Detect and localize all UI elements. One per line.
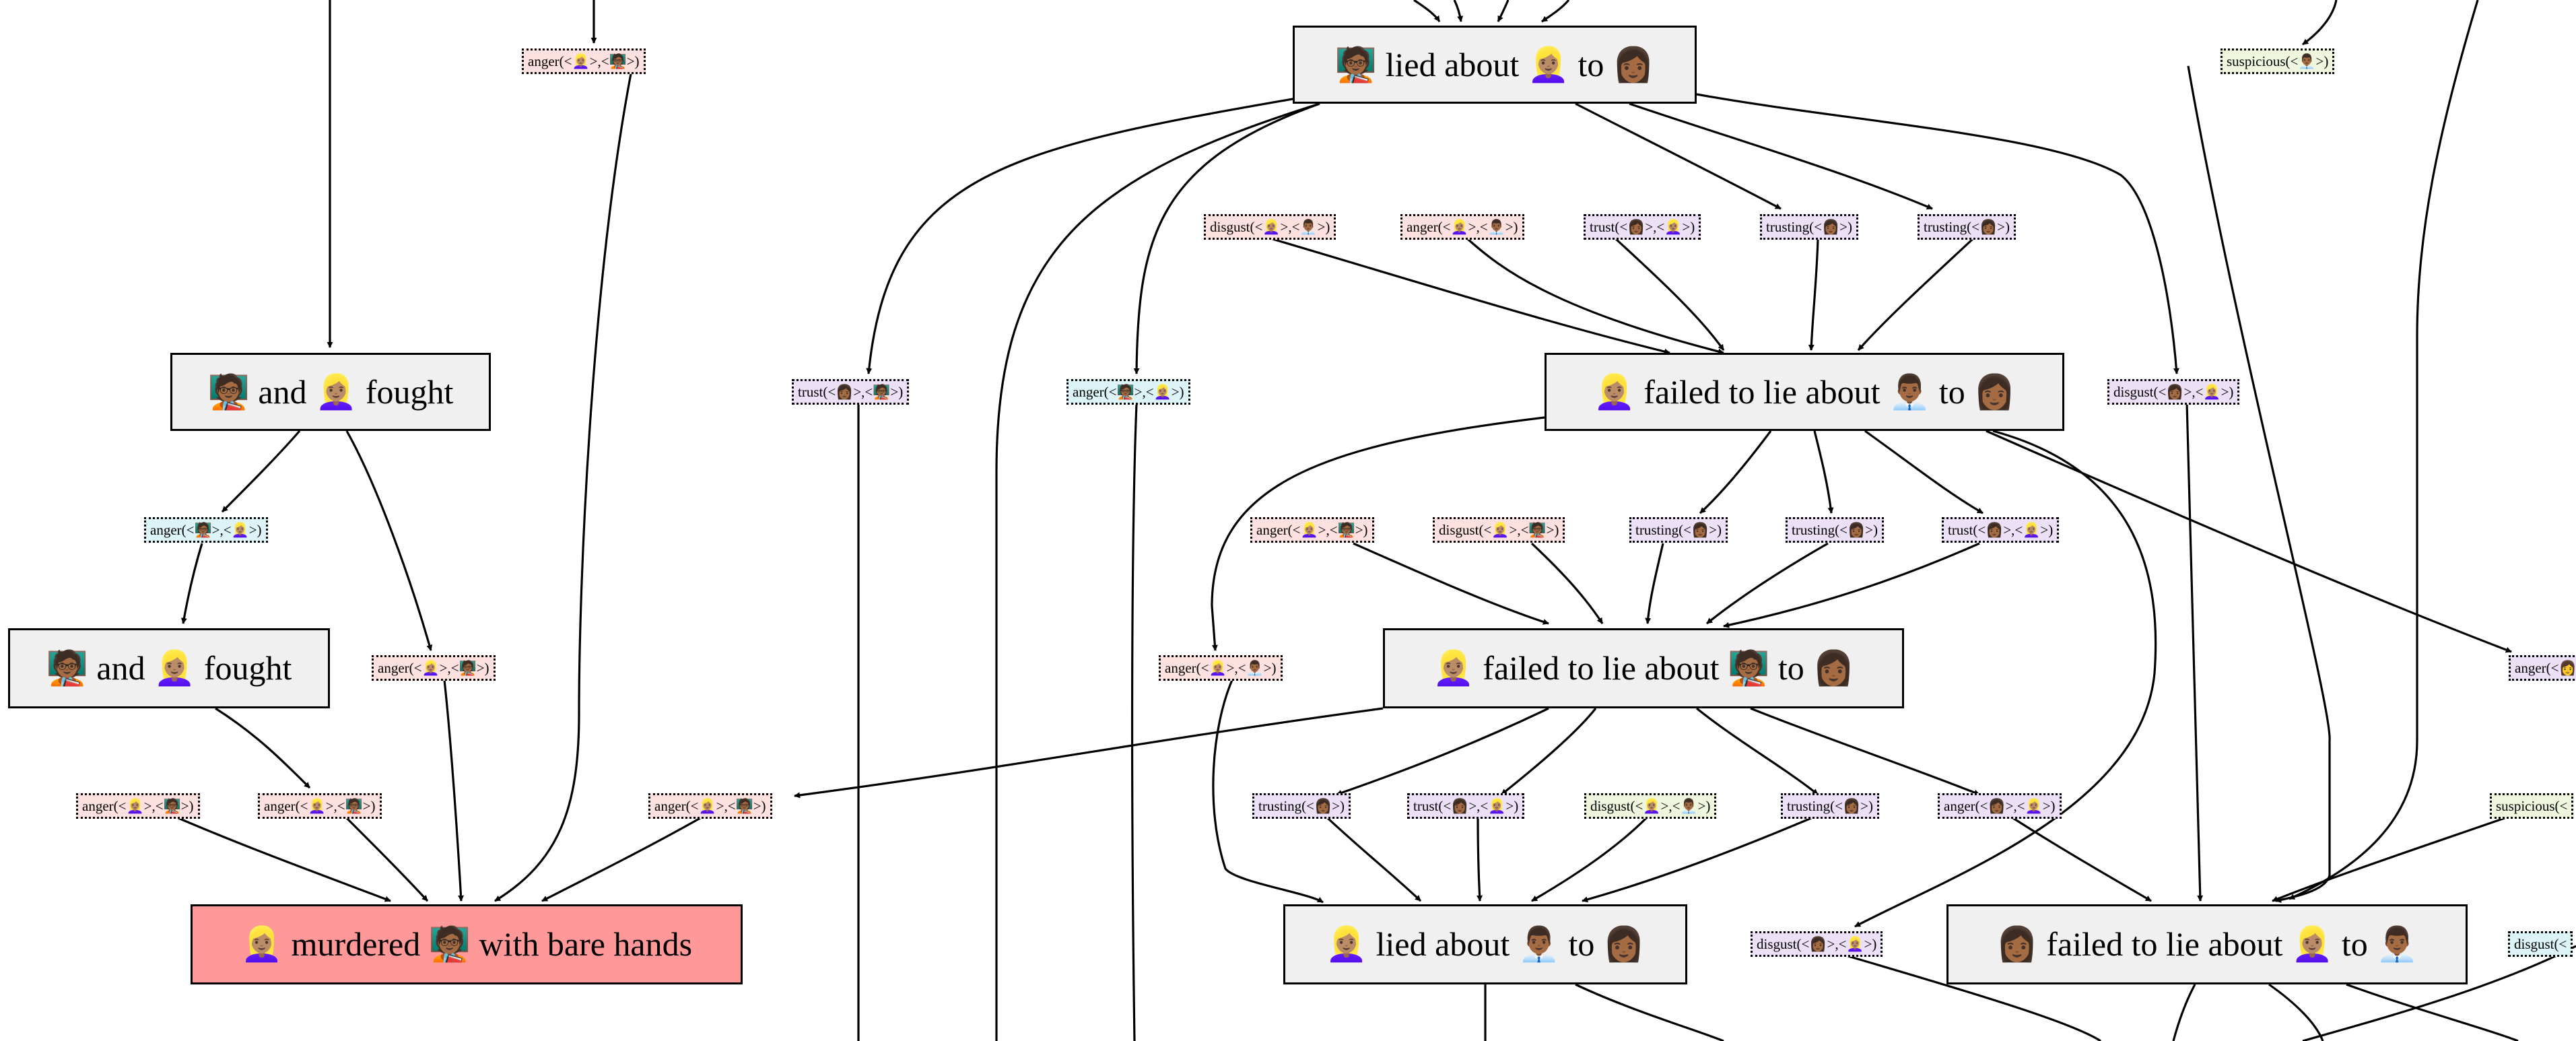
emotion-label: suspicious(<👨🏾‍💼>) bbox=[2221, 48, 2335, 74]
edge-arrow bbox=[1453, 0, 1464, 22]
edge-arrow bbox=[1808, 238, 1819, 351]
emotion-label: anger(<👱🏽‍♀️>,<🧑🏾‍🏫>) bbox=[76, 793, 200, 819]
emotion-label: anger(<👱🏽‍♀️>,<👨🏾‍💼>) bbox=[1400, 214, 1524, 240]
edge-arrow bbox=[1130, 403, 1138, 1041]
edge-arrow bbox=[1326, 817, 1422, 902]
emotion-label: trust(<👩🏾>,<👱🏽‍♀️>) bbox=[1942, 517, 2060, 543]
emotion-label: trusting(<👩🏾>) bbox=[1786, 517, 1884, 543]
edge-arrow bbox=[1501, 708, 1597, 796]
emotion-label: disgust(<👱🏽‍♀️>,<🧑🏾‍🏫>) bbox=[1433, 517, 1565, 543]
edge-arrow bbox=[1575, 102, 1782, 210]
edge-arrow bbox=[2289, 0, 2479, 900]
edge-arrow bbox=[1530, 542, 1604, 624]
edge-arrow bbox=[1531, 817, 1648, 902]
emotion-label: trusting(<👩🏾>) bbox=[1918, 214, 2016, 240]
event-node-failed-lie-3[interactable]: 👩🏾 failed to lie about 👱🏽‍♀️ to 👨🏾‍💼 bbox=[1946, 904, 2468, 984]
edge-arrow bbox=[1133, 102, 1320, 374]
emotion-label: disgust(<👩🏾>,<👱🏽‍♀️>) bbox=[2107, 379, 2240, 405]
edge-arrow bbox=[2172, 984, 2196, 1041]
edge-arrow bbox=[494, 63, 634, 902]
edge-arrow bbox=[345, 430, 433, 651]
emotion-label: disgust(<👱🏽‍♀️>,<👨🏾‍💼>) bbox=[1584, 793, 1717, 819]
edge-arrow bbox=[1413, 0, 1441, 22]
edge-arrow bbox=[180, 543, 203, 624]
edge-arrow bbox=[1272, 238, 1670, 355]
emotion-label: anger(<🧑🏾‍🏫>,<👱🏽‍♀️>) bbox=[1066, 379, 1190, 405]
emotion-label: anger(<👱🏽‍♀️>,<🧑🏾‍🏫>) bbox=[648, 793, 772, 819]
emotion-label: anger(<🧑🏾‍🏫>,<👱🏽‍♀️>) bbox=[144, 517, 268, 543]
edge-arrow bbox=[1813, 430, 1834, 514]
edge-arrow bbox=[1706, 542, 1829, 625]
edge-arrow bbox=[1750, 707, 1980, 796]
emotion-label: anger(<👱🏽‍♀️>,<👨🏾‍💼>) bbox=[1159, 655, 1283, 681]
edge-arrow bbox=[1696, 93, 2179, 374]
edge-arrow bbox=[1477, 817, 1483, 902]
event-node-lied-2[interactable]: 👱🏽‍♀️ lied about 👨🏾‍💼 to 👩🏾 bbox=[1283, 904, 1687, 984]
edge-arrow bbox=[1699, 430, 1772, 514]
edge-arrow bbox=[215, 707, 311, 789]
edge-arrow bbox=[443, 679, 465, 902]
emotion-label: anger(<👩 bbox=[2509, 655, 2576, 681]
emotion-label: trusting(<👩🏾>) bbox=[1629, 517, 1728, 543]
emotion-label: trusting(<👩🏾>) bbox=[1252, 793, 1351, 819]
edge-arrow bbox=[2012, 817, 2152, 902]
emotion-label: trusting(<👩🏾>) bbox=[1760, 214, 1858, 240]
edge-arrow bbox=[1723, 542, 1980, 628]
edge-arrow bbox=[866, 93, 1320, 374]
emotion-label: trust(<👩🏾>,<🧑🏾‍🏫>) bbox=[792, 379, 910, 405]
edge-arrow bbox=[1211, 416, 1545, 651]
emotion-label: suspicious(< bbox=[2490, 793, 2574, 819]
emotion-label: disgust(< bbox=[2508, 931, 2573, 957]
emotion-label: disgust(<👱🏽‍♀️>,<👨🏾‍💼>) bbox=[1204, 214, 1336, 240]
edge-arrow bbox=[995, 102, 1320, 1041]
edge-arrow bbox=[1541, 0, 1570, 23]
edge-arrow bbox=[794, 707, 1384, 799]
edge-arrow bbox=[1864, 430, 1984, 514]
edge-arrow bbox=[2302, 0, 2338, 46]
edge-arrow bbox=[1848, 955, 2101, 1041]
edge-arrow bbox=[2302, 945, 2576, 1041]
emotion-label: anger(<👱🏽‍♀️>,<🧑🏾‍🏫>) bbox=[1250, 517, 1374, 543]
edge-arrow bbox=[1212, 679, 1324, 904]
emotion-label: anger(<👱🏽‍♀️>,<🧑🏾‍🏫>) bbox=[372, 655, 496, 681]
edge-arrow bbox=[2187, 65, 2331, 903]
edge-arrow bbox=[1696, 707, 1819, 796]
event-node-failed-lie-2[interactable]: 👱🏽‍♀️ failed to lie about 🧑🏾‍🏫 to 👩🏾 bbox=[1383, 628, 1904, 708]
edge-arrow bbox=[2268, 983, 2324, 1041]
emotion-label: anger(<👱🏽‍♀️>,<🧑🏾‍🏫>) bbox=[522, 48, 646, 74]
edge-arrow bbox=[541, 817, 701, 902]
event-node-murder[interactable]: 👱🏽‍♀️ murdered 🧑🏾‍🏫 with bare hands bbox=[191, 904, 743, 984]
edge-arrow bbox=[2272, 817, 2505, 902]
edge-arrow bbox=[345, 817, 429, 902]
event-node-fought-1[interactable]: 🧑🏾‍🏫 and 👱🏽‍♀️ fought bbox=[170, 353, 491, 431]
edge-arrow bbox=[221, 430, 301, 513]
emotion-label: trust(<👩🏾>,<👱🏽‍♀️>) bbox=[1584, 214, 1701, 240]
edge-arrow bbox=[1854, 430, 2157, 928]
edge-arrow bbox=[1857, 238, 1974, 351]
event-node-failed-lie-1[interactable]: 👱🏽‍♀️ failed to lie about 👨🏾‍💼 to 👩🏾 bbox=[1545, 353, 2064, 431]
edge-arrow bbox=[2346, 983, 2519, 1041]
emotion-label: anger(<👱🏽‍♀️>,<🧑🏾‍🏫>) bbox=[258, 793, 382, 819]
edge-arrow bbox=[1986, 430, 2512, 653]
edge-arrow bbox=[2185, 402, 2204, 902]
edge-arrow bbox=[1353, 542, 1549, 625]
edge-arrow bbox=[1336, 707, 1549, 796]
event-node-lied-1[interactable]: 🧑🏾‍🏫 lied about 👱🏽‍♀️ to 👩🏾 bbox=[1293, 26, 1697, 104]
emotion-label: anger(<👩🏾>,<👱🏽‍♀️>) bbox=[1938, 793, 2062, 819]
edge-arrow bbox=[1466, 238, 1724, 355]
edge-arrow bbox=[178, 817, 391, 902]
event-node-fought-2[interactable]: 🧑🏾‍🏫 and 👱🏽‍♀️ fought bbox=[8, 628, 330, 708]
edge-arrow bbox=[1582, 817, 1812, 903]
edge-arrow bbox=[1575, 983, 1724, 1041]
edge-arrow bbox=[1615, 238, 1725, 351]
emotion-label: trusting(<👩🏾>) bbox=[1781, 793, 1879, 819]
emotion-label: disgust(<👩🏾>,<👱🏽‍♀️>) bbox=[1751, 931, 1883, 957]
edge-arrow bbox=[1497, 0, 1510, 22]
edge-arrow bbox=[1629, 102, 1933, 210]
emotion-label: trust(<👩🏾>,<👱🏽‍♀️>) bbox=[1407, 793, 1525, 819]
edge-arrow bbox=[1645, 543, 1664, 624]
